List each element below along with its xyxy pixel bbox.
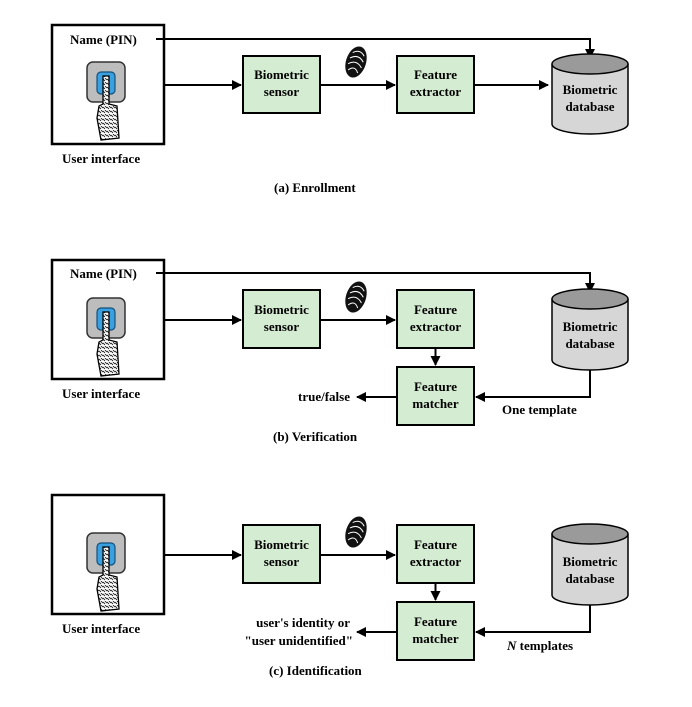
n-variable: N (506, 638, 517, 653)
database-to-matcher-arrow (475, 605, 591, 637)
sensor-label-1: Biometric (254, 302, 309, 317)
sensor-label-1: Biometric (254, 67, 309, 82)
matcher-label-2: matcher (412, 631, 458, 646)
n-templates-label: N templates (506, 638, 573, 653)
database-cylinder-icon (551, 53, 629, 135)
database-label-2: database (565, 99, 614, 114)
user-interface-label: User interface (62, 621, 140, 636)
one-template-label: One template (502, 402, 577, 417)
biometric-sensor-box (242, 524, 321, 584)
sensor-label-2: sensor (264, 319, 300, 334)
fingerprint-icon (345, 46, 367, 78)
feature-extractor-box (396, 289, 475, 349)
extractor-label-2: extractor (410, 319, 461, 334)
finger-button-icon (86, 297, 126, 377)
finger-button-icon (86, 532, 126, 612)
extractor-label-2: extractor (410, 554, 461, 569)
panel-enrollment: Name (PIN) User interface Biometric sens… (50, 23, 629, 195)
feature-extractor-box (396, 55, 475, 114)
fingerprint-icon (345, 281, 367, 313)
name-pin-label: Name (PIN) (70, 32, 137, 47)
matcher-label-1: Feature (414, 614, 457, 629)
sensor-label-1: Biometric (254, 537, 309, 552)
database-cylinder-icon (551, 288, 629, 371)
database-label-1: Biometric (563, 82, 618, 97)
true-false-label: true/false (298, 389, 350, 404)
extractor-label-1: Feature (414, 67, 457, 82)
feature-extractor-box (396, 524, 475, 584)
extractor-label-1: Feature (414, 537, 457, 552)
user-interface-label: User interface (62, 151, 140, 166)
database-label-1: Biometric (563, 554, 618, 569)
templates-text: templates (516, 638, 573, 653)
identity-label-1: user's identity or (256, 615, 350, 630)
extractor-label-1: Feature (414, 302, 457, 317)
name-pin-arrow (156, 38, 595, 59)
panel-verification: Name (PIN) User interface Biometric sens… (50, 258, 629, 444)
matcher-label-1: Feature (414, 379, 457, 394)
extractor-label-2: extractor (410, 84, 461, 99)
database-label-1: Biometric (563, 319, 618, 334)
caption-enrollment: (a) Enrollment (274, 180, 356, 195)
database-label-2: database (565, 336, 614, 351)
database-cylinder-icon (551, 523, 629, 606)
feature-matcher-box (396, 601, 475, 661)
name-pin-arrow (156, 272, 595, 293)
sensor-label-2: sensor (264, 554, 300, 569)
panel-identification: User interface Biometric sensor Feature … (50, 493, 629, 678)
identity-label-2: "user unidentified" (245, 633, 353, 648)
database-label-2: database (565, 571, 614, 586)
fingerprint-icon (345, 516, 367, 548)
sensor-label-2: sensor (264, 84, 300, 99)
user-interface-label: User interface (62, 386, 140, 401)
caption-identification: (c) Identification (269, 663, 363, 678)
matcher-label-2: matcher (412, 396, 458, 411)
caption-verification: (b) Verification (273, 429, 358, 444)
database-to-matcher-arrow (475, 370, 591, 402)
name-pin-label: Name (PIN) (70, 266, 137, 281)
finger-button-icon (86, 61, 126, 141)
biometric-sensor-box (242, 55, 321, 114)
biometric-sensor-box (242, 289, 321, 349)
